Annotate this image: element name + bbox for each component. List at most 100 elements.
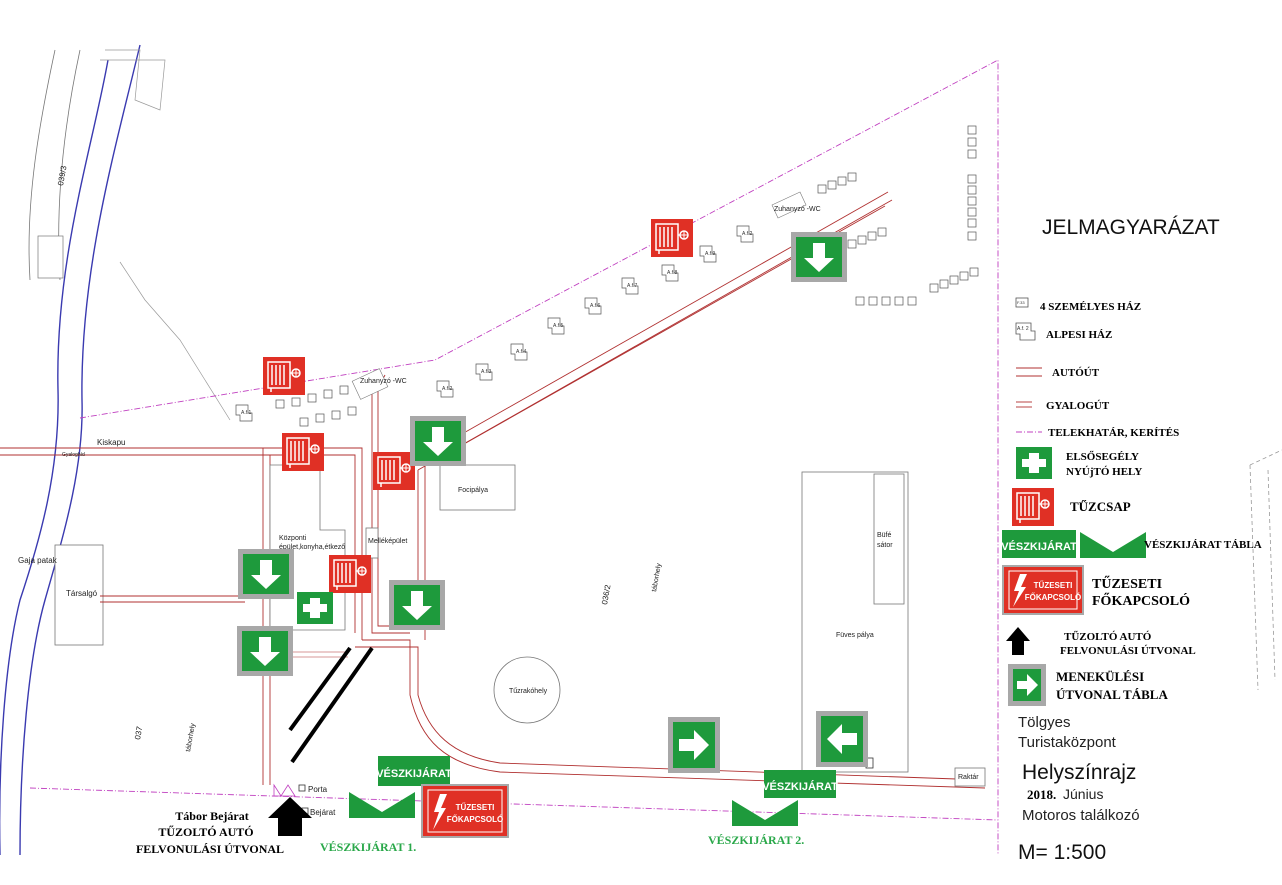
gate-mark [273, 783, 296, 797]
porta-box [298, 784, 306, 792]
exit-arrow-icon [732, 800, 798, 826]
svg-text:FŐKAPCSOLÓ: FŐKAPCSOLÓ [1025, 593, 1081, 602]
label-parcel-037: 037 [133, 725, 144, 740]
legend-date-year: 2018. [1027, 787, 1056, 802]
label-tarsalgo: Társalgó [66, 589, 98, 598]
svg-text:A.f.2: A.f.2 [742, 231, 753, 237]
label-veszkijarat-1: VÉSZKIJÁRAT 1. [320, 840, 416, 854]
hydrant-icon [328, 554, 372, 594]
legend-plan-title: Helyszínrajz [1022, 761, 1136, 784]
legend-event: Motoros találkozó [1022, 807, 1140, 824]
label-bejarat: Bejárat [310, 808, 336, 817]
label-bufe-2: sátor [877, 542, 893, 549]
building-tarsalgo [54, 544, 104, 646]
label-tuzolto-auto: TŰZOLTÓ AUTÓ [158, 824, 253, 839]
tent-bufe [873, 473, 905, 605]
arrow-down-icon [237, 626, 293, 676]
legend-escape-2: ÚTVONAL TÁBLA [1056, 687, 1168, 702]
exit-arrow-icon [349, 792, 415, 818]
field-line [100, 49, 166, 111]
black-up-arrow-icon [268, 797, 312, 836]
legend-title: JELMAGYARÁZAT [1042, 216, 1220, 239]
first-aid-cross-icon [1016, 447, 1052, 479]
legend-escape-1: MENEKÜLÉSI [1056, 669, 1144, 684]
arrow-down-icon [389, 580, 445, 630]
legend-main-switch-1: TŰZESETI [1092, 575, 1162, 592]
legend-alpine-symbol [1015, 322, 1036, 341]
fire-hydrant-icon [1011, 487, 1055, 527]
first-aid-cross-icon [297, 592, 333, 624]
legend-hydrant: TŰZCSAP [1070, 499, 1131, 514]
label-porta: Porta [308, 785, 328, 794]
legend-footpath: GYALOGÚT [1046, 400, 1110, 412]
exit-arrow-icon [1080, 532, 1146, 558]
label-zuhanyzo-1: Zuhanyzó -WC [360, 378, 407, 385]
label-mellekepulet: Melléképület [368, 538, 407, 545]
svg-text:A.f. 2: A.f. 2 [1017, 326, 1029, 332]
svg-text:A.f.9: A.f.9 [705, 251, 716, 257]
label-taborhely-2: táborhely [651, 562, 663, 592]
label-zuhanyzo-2: Zuhanyzó -WC [774, 206, 821, 213]
black-up-arrow-icon [1006, 627, 1030, 655]
lightning-icon [433, 794, 447, 830]
map-signs [237, 218, 868, 826]
legend-house-symbol [1015, 297, 1029, 308]
hydrant-icon [372, 451, 416, 491]
fire-route-line-1 [288, 646, 352, 732]
arrow-down-icon [791, 232, 847, 282]
label-kozponti-2: épület,konyha,étkező [279, 544, 345, 551]
stream-gaja-patak-bank [19, 44, 141, 856]
arrow-left-icon [816, 711, 868, 767]
svg-text:VÉSZKIJÁRAT: VÉSZKIJÁRAT [376, 767, 452, 780]
svg-text:A.f.1: A.f.1 [241, 410, 252, 416]
lightning-icon [1013, 574, 1027, 607]
footpath-lines [285, 651, 348, 658]
svg-text:A.f.4: A.f.4 [516, 349, 527, 355]
svg-text:TŰZESETI: TŰZESETI [1034, 581, 1073, 590]
old-road-line [28, 49, 56, 281]
hydrant-icon [281, 432, 325, 472]
legend-first-aid-1: ELSŐSEGÉLY [1066, 451, 1139, 463]
building-zuhanyzo-2 [771, 191, 807, 219]
svg-text:A.f.8: A.f.8 [667, 270, 678, 276]
legend-scale: M= 1:500 [1018, 841, 1106, 864]
label-felvonulasi: FELVONULÁSI ÚTVONAL [136, 842, 284, 856]
alpine-house-codes: A.f.1 A.f.2 A.f.3 A.f.4 A.f.5 A.f.6 A.f.… [241, 231, 753, 416]
hydrant-icon [650, 218, 694, 258]
label-kiskapu: Kiskapu [97, 438, 125, 447]
building-mellekepulet [365, 527, 379, 559]
label-veszkijarat-2: VÉSZKIJÁRAT 2. [708, 833, 804, 847]
label-tabor-bejarat: Tábor Bejárat [175, 809, 248, 823]
building-raktar [954, 767, 986, 787]
legend-fire-route-1: TŰZOLTÓ AUTÓ [1064, 631, 1152, 643]
arrow-right-icon [1017, 674, 1038, 696]
arrow-down-icon [410, 416, 466, 466]
campfire-tuzrakohely [493, 656, 561, 724]
legend-road: AUTÓÚT [1052, 367, 1100, 379]
stream-gaja-patak [0, 59, 109, 855]
small-building-left [37, 235, 64, 279]
legend-alpine-house: ALPESI HÁZ [1046, 329, 1112, 341]
arrow-down-icon [238, 549, 294, 599]
legend-site-2: Turistaközpont [1018, 734, 1117, 751]
label-raktar: Raktár [958, 774, 979, 781]
label-kozponti-1: Központi [279, 535, 307, 542]
svg-text:A.f.2: A.f.2 [442, 386, 453, 392]
label-fuves-palya: Füves pálya [836, 632, 874, 639]
building-zuhanyzo-1 [351, 368, 389, 400]
legend-date-month: Június [1063, 786, 1103, 802]
svg-text:A.f.6: A.f.6 [590, 303, 601, 309]
field-line-2 [119, 261, 231, 421]
fire-route-line-2 [290, 646, 374, 764]
label-parcel-039-3: 039/3 [56, 165, 68, 187]
arrow-right-icon [668, 717, 720, 773]
label-tuzrakohely: Tűzrakóhely [509, 688, 548, 695]
label-bufe-1: Büfé [877, 532, 892, 539]
legend-exit-sign: VÉSZKIJÁRAT TÁBLA [1144, 539, 1262, 551]
label-taborhely-1: táborhely [185, 722, 197, 752]
building-focipalya [439, 464, 516, 511]
svg-text:VÉSZKIJÁRAT: VÉSZKIJÁRAT [762, 780, 838, 793]
exit-sign-plate-1: VÉSZKIJÁRAT [376, 756, 452, 786]
legend-boundary: TELEKHATÁR, KERÍTÉS [1048, 427, 1179, 439]
